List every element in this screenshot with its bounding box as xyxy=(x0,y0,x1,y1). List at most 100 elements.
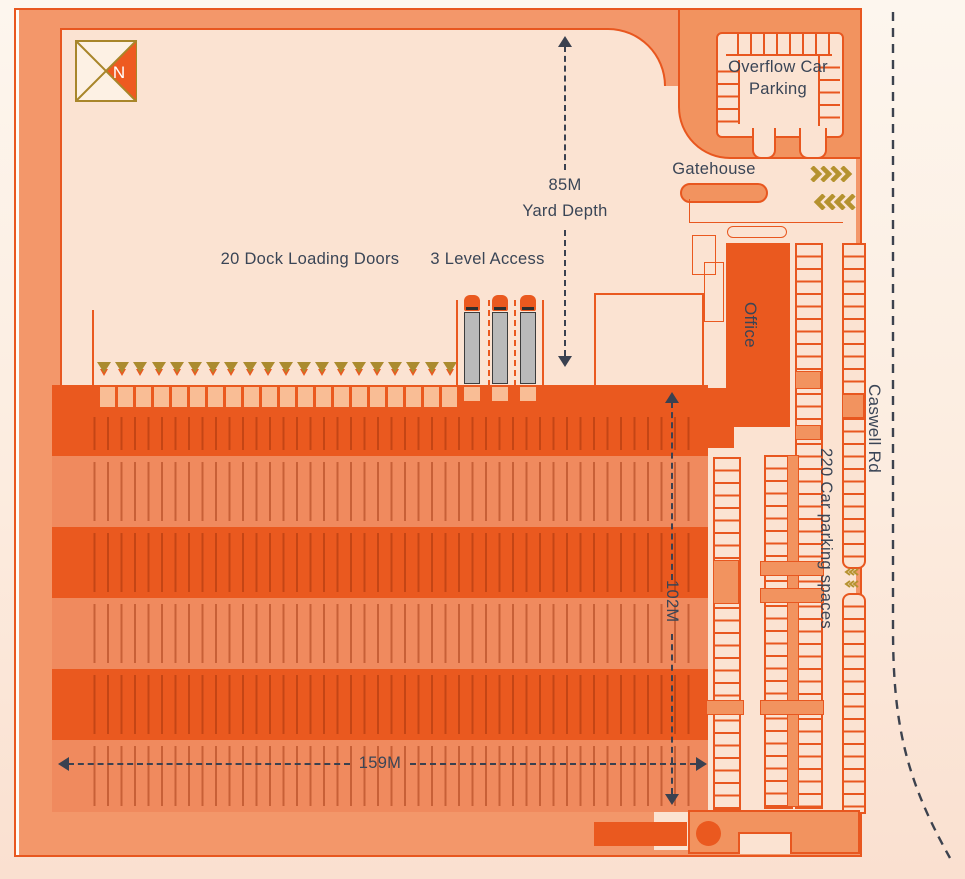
overflow-stalls-right xyxy=(818,56,840,126)
dock-door xyxy=(334,387,349,407)
overflow-stalls-left xyxy=(718,60,740,124)
yard-depth-value: 85M xyxy=(548,176,582,194)
dock-door xyxy=(244,387,259,407)
island-outline xyxy=(727,226,787,238)
dock-marker-icon xyxy=(370,362,385,380)
parking-island xyxy=(795,371,821,389)
arrow-up-icon xyxy=(665,392,679,403)
dock-marker-icon xyxy=(260,362,275,380)
dock-marker-icon xyxy=(442,362,457,380)
dock-marker-icon xyxy=(151,362,166,380)
gatehouse-building xyxy=(680,183,768,203)
parking-gap-arrows-icon xyxy=(844,568,859,588)
lane-line-dashed xyxy=(514,300,516,386)
dim-102m-line xyxy=(671,402,673,580)
dock-marker-icon xyxy=(424,362,439,380)
boundary-line xyxy=(689,199,690,223)
parking-strip-road xyxy=(842,593,866,814)
dock-door xyxy=(208,387,223,407)
dock-doors-label: 20 Dock Loading Doors xyxy=(220,250,400,268)
dock-door xyxy=(388,387,403,407)
overflow-stalls-top xyxy=(726,34,832,56)
dock-marker-icon xyxy=(97,362,111,380)
rack-band xyxy=(52,598,708,669)
dock-marker-icon xyxy=(169,362,184,380)
pavement-notch xyxy=(738,832,792,854)
gatehouse-label: Gatehouse xyxy=(672,160,756,178)
level-access-label: 3 Level Access xyxy=(430,250,545,268)
arrow-down-icon xyxy=(558,356,572,367)
parking-island xyxy=(842,394,864,418)
dim-159m-value: 159M xyxy=(358,754,402,772)
exit-arrows-icon xyxy=(813,194,856,210)
yard-depth-caption: Yard Depth xyxy=(522,202,608,220)
parking-spine xyxy=(787,455,799,807)
dock-door xyxy=(280,387,295,407)
dock-door xyxy=(172,387,187,407)
plant-rect xyxy=(594,822,687,846)
dock-marker-icon xyxy=(279,362,294,380)
truck-icon xyxy=(464,295,480,387)
parking-crossbar xyxy=(706,700,744,715)
dock-marker-icon xyxy=(388,362,403,380)
dock-marker-icon xyxy=(188,362,203,380)
dock-marker-icon xyxy=(333,362,348,380)
rack-band xyxy=(52,740,708,812)
dock-marker-icon xyxy=(206,362,221,380)
dim-159m-line xyxy=(68,763,350,765)
tree-circle xyxy=(696,821,721,846)
parking-crossbar xyxy=(760,700,824,715)
parking-island xyxy=(713,560,739,604)
dock-door xyxy=(190,387,205,407)
access-doors xyxy=(464,387,536,401)
entry-arrows-icon xyxy=(810,166,853,182)
rack-band xyxy=(52,669,708,740)
lane-line xyxy=(456,300,458,386)
overflow-exit-lane xyxy=(752,128,776,159)
dim-102m-line xyxy=(671,634,673,794)
dock-marker-icon xyxy=(315,362,330,380)
access-door xyxy=(520,387,536,401)
trucks xyxy=(464,295,536,387)
dock-marker-icon xyxy=(351,362,366,380)
dock-door xyxy=(118,387,133,407)
dim-85m-line xyxy=(564,230,566,356)
dock-door xyxy=(226,387,241,407)
annex-outline xyxy=(594,293,704,389)
truck-icon xyxy=(492,295,508,387)
office-building-wing xyxy=(690,388,734,448)
warehouse-building xyxy=(52,385,708,812)
truck-icon xyxy=(520,295,536,387)
overflow-exit-lane xyxy=(799,128,827,159)
dock-door xyxy=(316,387,331,407)
parking-crossbar xyxy=(760,561,824,576)
rack-band xyxy=(52,527,708,598)
parking-island xyxy=(795,425,821,440)
dock-door xyxy=(352,387,367,407)
racking-lines xyxy=(82,533,698,592)
dim-159m-line xyxy=(410,763,696,765)
arrow-up-icon xyxy=(558,36,572,47)
racking-lines xyxy=(82,604,698,663)
dock-doors xyxy=(100,387,458,407)
dock-door xyxy=(136,387,151,407)
dock-door xyxy=(298,387,313,407)
lane-line-dashed xyxy=(488,300,490,386)
access-door xyxy=(464,387,480,401)
dock-door xyxy=(424,387,439,407)
dock-door xyxy=(406,387,421,407)
dock-marker-icon xyxy=(297,362,312,380)
office-label: Office xyxy=(741,302,760,348)
racking-lines xyxy=(82,462,698,521)
racking-lines xyxy=(82,675,698,734)
racking-lines xyxy=(82,417,698,450)
dock-marker-icon xyxy=(115,362,130,380)
rack-band xyxy=(52,456,708,527)
lane-line xyxy=(542,300,544,386)
dock-marker-icon xyxy=(224,362,239,380)
dim-102m-value: 102M xyxy=(663,580,681,623)
compass-n-label: N xyxy=(113,63,125,82)
car-parking-label: 220 Car parking spaces xyxy=(817,448,835,629)
parking-crossbar xyxy=(760,588,824,603)
